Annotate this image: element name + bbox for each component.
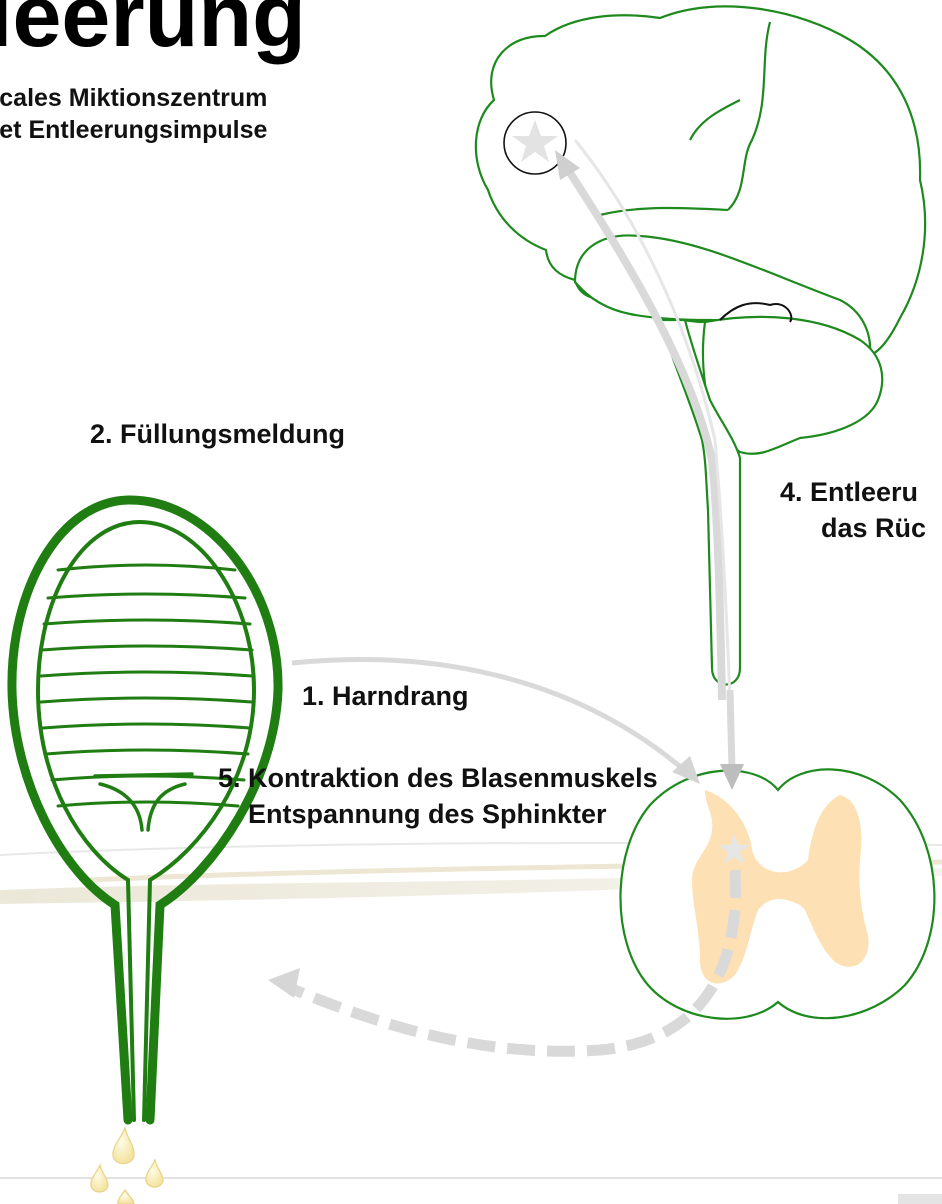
label-entleerung-line2: das Rüc: [821, 512, 926, 545]
label-cortical-center: ticales Miktionszentrum det Entleerungsi…: [0, 82, 267, 146]
arrow-harndrang: [292, 659, 690, 775]
bladder-illustration: [12, 500, 278, 1120]
label-filling-report: 2. Füllungsmeldung: [90, 418, 345, 451]
page-title: leerung: [0, 0, 306, 66]
arrow-entleerung-down: [730, 690, 732, 770]
label-contraction-line2: Entspannung des Sphinkter: [248, 798, 607, 831]
label-urge: 1. Harndrang: [302, 680, 469, 713]
label-cortical-line1: ticales Miktionszentrum: [0, 82, 267, 114]
bladder-inner-wall: [38, 522, 254, 1120]
label-cortical-line2: det Entleerungsimpulse: [0, 114, 267, 146]
spinal-cord-section: [620, 769, 934, 1018]
brain-illustration: [476, 6, 925, 684]
label-contraction-line1: 5. Kontraktion des Blasenmuskels: [218, 762, 658, 795]
urine-droplets: [91, 1128, 163, 1204]
label-entleerung-line1: 4. Entleeru: [780, 476, 918, 509]
